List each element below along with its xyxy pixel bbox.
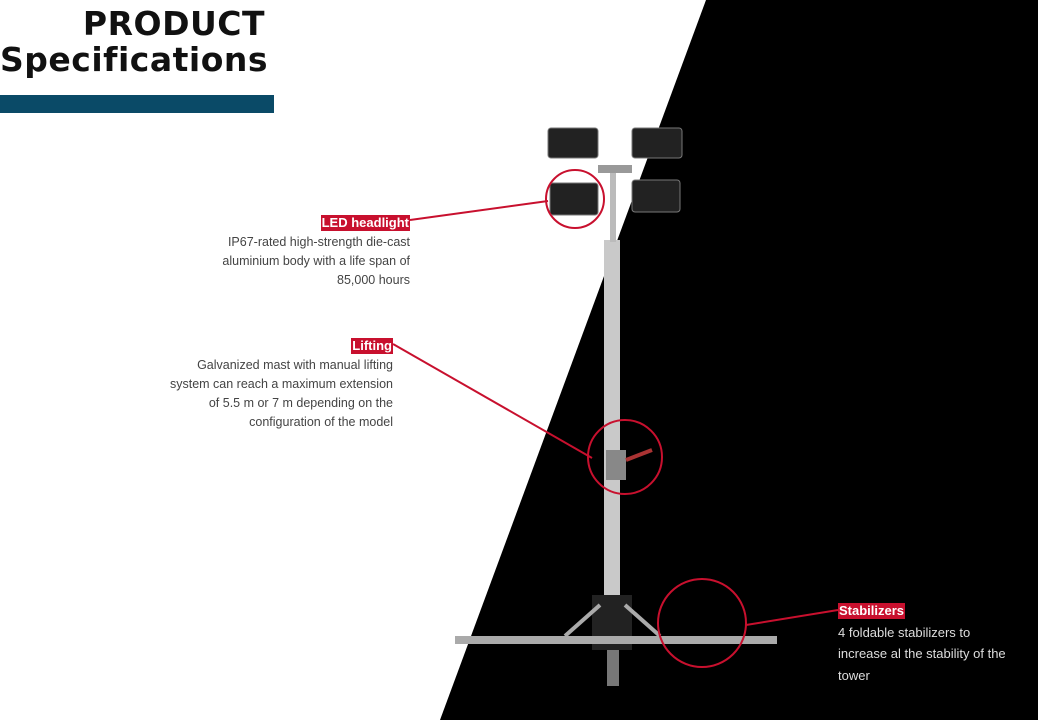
spec-label: LED headlight bbox=[320, 215, 410, 231]
spec-line: tower bbox=[838, 667, 870, 683]
winch-icon bbox=[606, 450, 626, 480]
spec-line: increase al the stability of the bbox=[838, 646, 1006, 661]
title-accent-bar bbox=[0, 95, 274, 113]
spec-stabilizers: Stabilizers 4 foldable stabilizers to in… bbox=[838, 600, 1038, 686]
spec-line: system can reach a maximum extension bbox=[169, 377, 393, 391]
stabilizer-legs bbox=[455, 636, 777, 644]
dark-background bbox=[440, 0, 1038, 720]
spec-line: configuration of the model bbox=[249, 415, 393, 429]
title-line-2: Specifications bbox=[0, 40, 269, 79]
spec-line: aluminium body with a life span of bbox=[222, 254, 410, 268]
callout-lines bbox=[392, 169, 839, 668]
spec-line: IP67-rated high-strength die-cast bbox=[227, 235, 410, 249]
led-lights-icon bbox=[547, 127, 683, 216]
spec-lifting: Lifting Galvanized mast with manual lift… bbox=[130, 337, 393, 432]
spec-label: Lifting bbox=[351, 338, 393, 354]
spec-line: 4 foldable stabilizers to bbox=[838, 624, 971, 640]
spec-led-headlight: LED headlight IP67-rated high-strength d… bbox=[170, 214, 410, 290]
page-title: PRODUCT Specifications bbox=[0, 4, 269, 79]
mast bbox=[604, 240, 620, 600]
title-line-1: PRODUCT bbox=[82, 4, 265, 43]
spec-label: Stabilizers bbox=[838, 603, 906, 619]
spec-line: of 5.5 m or 7 m depending on the bbox=[208, 396, 393, 410]
spec-line: 85,000 hours bbox=[337, 273, 410, 287]
spec-line: Galvanized mast with manual lifting bbox=[197, 358, 393, 372]
